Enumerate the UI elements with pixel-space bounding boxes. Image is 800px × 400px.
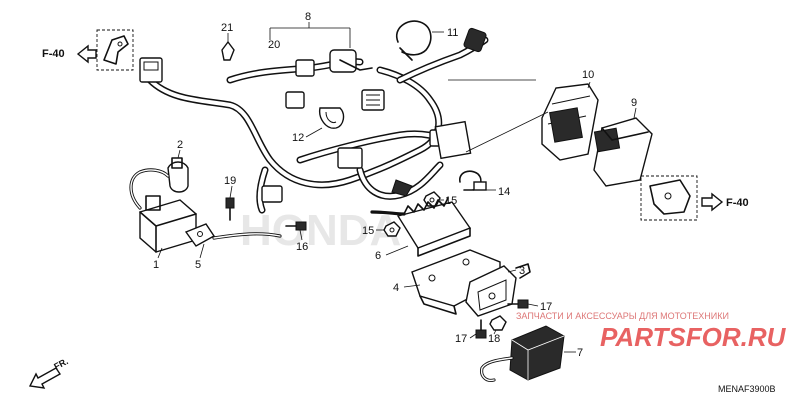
callout-17-right[interactable]: 17 [540,301,552,313]
callout-5[interactable]: 5 [195,259,201,271]
callout-12[interactable]: 12 [292,132,304,144]
connector-mid [285,91,305,109]
callout-6[interactable]: 6 [375,250,381,262]
part-11-band[interactable] [395,20,444,61]
ref-f40-right-label: F-40 [726,197,749,209]
connector-coil [261,185,283,203]
callout-18[interactable]: 18 [488,333,500,345]
wire-harness[interactable] [146,36,489,214]
callout-14[interactable]: 14 [498,186,510,198]
brand-watermark: HONDA [240,206,401,255]
ref-f40-right[interactable]: F-40 [640,175,749,221]
connector-lower [337,147,363,169]
diagram-code: MENAF3900B [718,384,776,394]
ref-box-left [96,29,134,71]
part-16-bolt[interactable] [285,221,307,241]
part-12-clamp[interactable] [305,107,345,138]
connector-dark [391,179,413,197]
callout-16[interactable]: 16 [296,241,308,253]
part-17-bolt-right[interactable] [507,299,539,309]
callout-15-lower[interactable]: 15 [362,225,374,237]
callout-4[interactable]: 4 [393,282,399,294]
bracket-sketch-right [649,179,691,215]
callout-11[interactable]: 11 [447,27,458,39]
callout-8[interactable]: 8 [305,11,311,23]
callout-2[interactable]: 2 [177,139,183,151]
bolt-hole-left [117,41,123,47]
callout-20[interactable]: 20 [268,39,280,51]
callout-3[interactable]: 3 [519,265,525,277]
part-14-clamp[interactable] [459,170,496,191]
callout-1[interactable]: 1 [153,259,159,271]
arrow-left-icon [76,44,97,64]
ref-f40-left-label: F-40 [42,48,65,60]
callout-labels: 1 2 3 4 5 6 7 8 9 10 11 12 14 15 15 16 1… [153,11,637,359]
part-2-plug-cap[interactable] [167,149,189,193]
watermark-tagline: ЗАПЧАСТИ И АКСЕССУАРЫ ДЛЯ МОТОТЕХНИКИ [516,311,729,321]
part-15-nut-lower[interactable] [376,221,401,237]
callout-19[interactable]: 19 [224,175,236,187]
watermark-logo: PARTSFOR.RU [600,322,787,352]
callout-10[interactable]: 10 [582,69,594,81]
callout-9[interactable]: 9 [631,97,637,109]
part-21-clip[interactable] [221,33,235,61]
connector-top-right [463,27,487,53]
bracket-sketch-left [103,35,129,65]
connector-top-1 [295,59,315,77]
part-18-nut[interactable] [489,315,507,335]
part-5-bracket[interactable] [184,223,282,259]
callout-15-upper[interactable]: 15 [445,195,457,207]
relay-box [434,120,472,160]
ref-box-right [640,175,698,221]
front-direction-indicator: FR. [28,356,70,389]
part-17-bolt-left[interactable] [469,319,487,339]
harness-connectors[interactable] [139,27,487,203]
callout-21[interactable]: 21 [221,22,233,34]
part-19-bolt[interactable] [225,185,235,221]
callout-17-left[interactable]: 17 [455,333,467,345]
part-6-regulator[interactable] [370,197,472,257]
part-9-box[interactable] [593,107,653,187]
ref-f40-left[interactable]: F-40 [42,29,134,71]
part-7-unit[interactable] [480,325,576,382]
part-10-cover[interactable] [541,81,599,161]
callout-7[interactable]: 7 [577,347,583,359]
fr-label: FR. [52,356,69,372]
arrow-right-icon [701,192,724,212]
bolt-hole-right [664,192,672,200]
fr-arrow-icon [28,367,62,389]
